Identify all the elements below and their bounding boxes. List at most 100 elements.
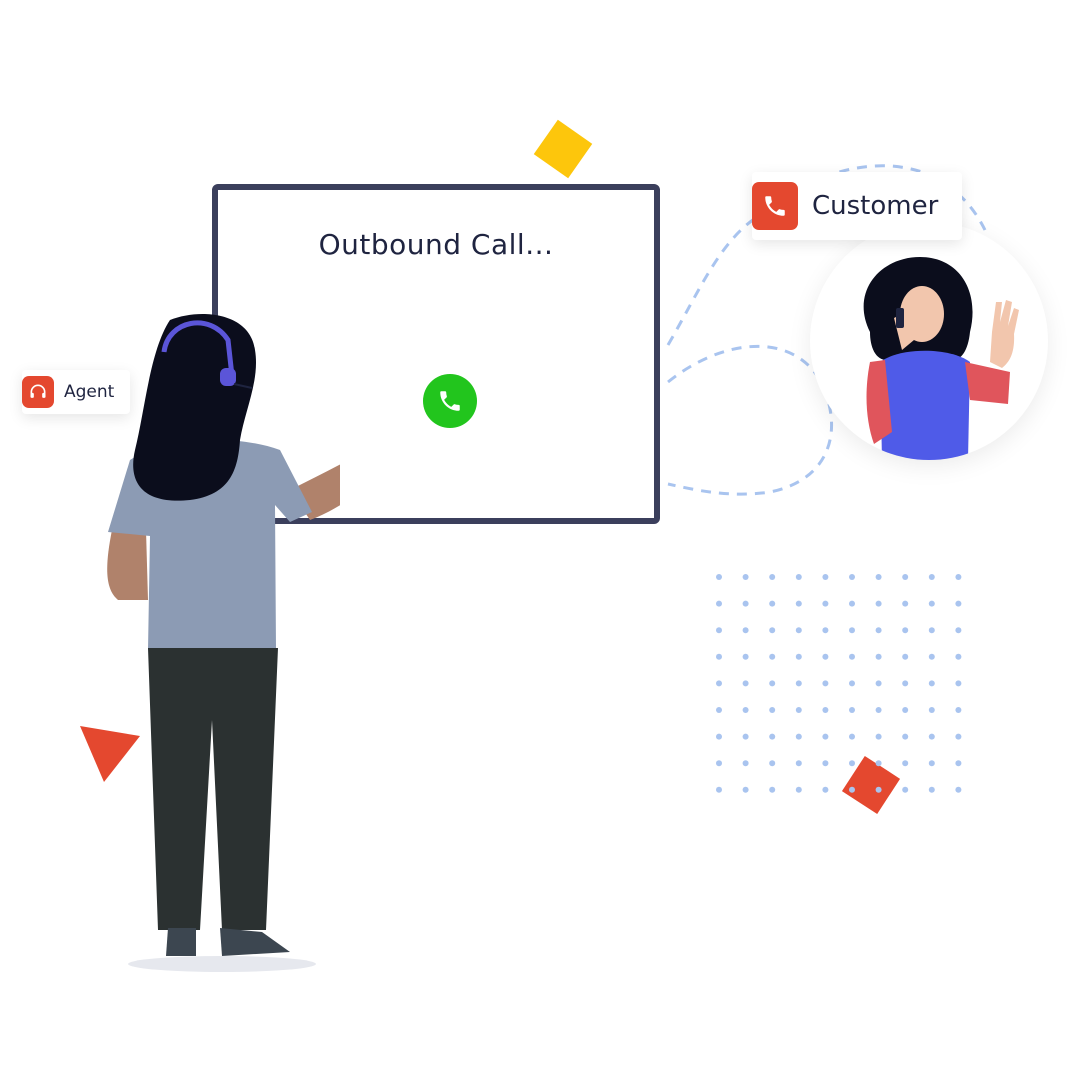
grid-dot [955, 653, 962, 660]
grid-dot [769, 707, 776, 713]
grid-dot [822, 627, 829, 634]
grid-dot [716, 627, 722, 634]
grid-dot [822, 760, 829, 767]
call-button[interactable] [423, 374, 477, 428]
agent-chip: Agent [22, 370, 131, 414]
grid-dot [955, 733, 962, 740]
customer-avatar [810, 222, 1048, 460]
phone-icon [440, 391, 460, 411]
grid-dot [742, 653, 749, 660]
red-triangle-shape [80, 726, 140, 782]
grid-dot [902, 760, 909, 767]
grid-dot [928, 733, 935, 740]
grid-dot [902, 627, 909, 634]
grid-dot [716, 653, 722, 660]
grid-dot [928, 574, 935, 580]
grid-dot [742, 574, 749, 580]
grid-dot [769, 733, 776, 740]
grid-dot [822, 600, 829, 607]
grid-dot [849, 627, 855, 634]
phone-icon [752, 182, 798, 230]
grid-dot [742, 707, 749, 713]
grid-dot [875, 760, 882, 767]
grid-dot [849, 786, 855, 793]
grid-dot [769, 786, 776, 793]
grid-dot [769, 760, 776, 767]
grid-dot [902, 600, 909, 607]
grid-dot [822, 574, 829, 580]
yellow-diamond-shape [533, 119, 593, 179]
agent-figure [107, 313, 340, 972]
grid-dot [875, 707, 882, 713]
grid-dot [795, 653, 802, 660]
grid-dot [822, 707, 829, 713]
customer-figure [863, 257, 1019, 460]
grid-dot [716, 707, 722, 713]
grid-dot [902, 574, 909, 580]
customer-chip: Customer [752, 172, 963, 240]
grid-dot [742, 627, 749, 634]
grid-dot [716, 760, 722, 767]
screen-title: Outbound Call... [318, 228, 554, 261]
agent-label: Agent [64, 382, 115, 402]
grid-dot [822, 733, 829, 740]
grid-dot [795, 786, 802, 793]
grid-dot [902, 733, 909, 740]
grid-dot [902, 786, 909, 793]
grid-dot [769, 653, 776, 660]
grid-dot [742, 680, 749, 687]
grid-dot [902, 707, 909, 713]
grid-dot [822, 653, 829, 660]
grid-dot [716, 733, 722, 740]
grid-dot [795, 680, 802, 687]
grid-dot [928, 627, 935, 634]
grid-dot [955, 760, 962, 767]
grid-dot [849, 707, 855, 713]
grid-dot [795, 760, 802, 767]
grid-dot [955, 574, 962, 580]
grid-dot [769, 627, 776, 634]
grid-dot [742, 600, 749, 607]
grid-dot [928, 653, 935, 660]
grid-dot [875, 574, 882, 580]
grid-dot [875, 786, 882, 793]
grid-dot [849, 653, 855, 660]
grid-dot [849, 574, 855, 580]
grid-dot [769, 600, 776, 607]
grid-dot [928, 600, 935, 607]
grid-dot [822, 680, 829, 687]
grid-dot [902, 653, 909, 660]
grid-dot [795, 707, 802, 713]
grid-dot [742, 760, 749, 767]
customer-label: Customer [812, 191, 939, 221]
grid-dot [795, 574, 802, 580]
red-square-shape [841, 755, 901, 815]
grid-dot [716, 574, 722, 580]
grid-dot [902, 680, 909, 687]
grid-dot [875, 600, 882, 607]
grid-dot [742, 786, 749, 793]
grid-dot [928, 680, 935, 687]
grid-dot [849, 733, 855, 740]
grid-dot [769, 680, 776, 687]
grid-dot [875, 627, 882, 634]
grid-dot [955, 786, 962, 793]
grid-dot [928, 707, 935, 713]
grid-dot [769, 574, 776, 580]
grid-dot [716, 680, 722, 687]
grid-dot [849, 680, 855, 687]
grid-dot [928, 786, 935, 793]
grid-dot [849, 760, 855, 767]
grid-dot [716, 786, 722, 793]
grid-dot [955, 600, 962, 607]
grid-dot [795, 600, 802, 607]
grid-dot [875, 733, 882, 740]
headset-icon [22, 376, 54, 408]
grid-dot [795, 627, 802, 634]
grid-dot [875, 680, 882, 687]
grid-dot [928, 760, 935, 767]
grid-dot [716, 600, 722, 607]
grid-dot [875, 653, 882, 660]
dot-grid [716, 574, 962, 793]
